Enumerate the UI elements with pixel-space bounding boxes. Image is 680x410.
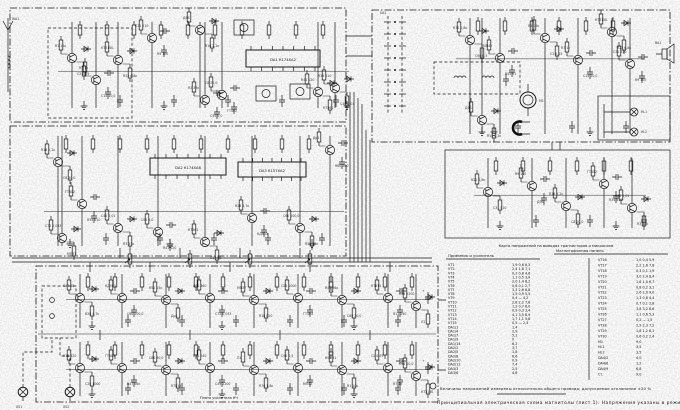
scanned-schematic-page: WA1 BA1 M1 HL1 HL2 XS1 XS2 SA1 <box>0 0 680 410</box>
scan-noise-overlay <box>0 0 680 410</box>
schematic-canvas: WA1 BA1 M1 HL1 HL2 XS1 XS2 SA1 <box>0 0 680 410</box>
